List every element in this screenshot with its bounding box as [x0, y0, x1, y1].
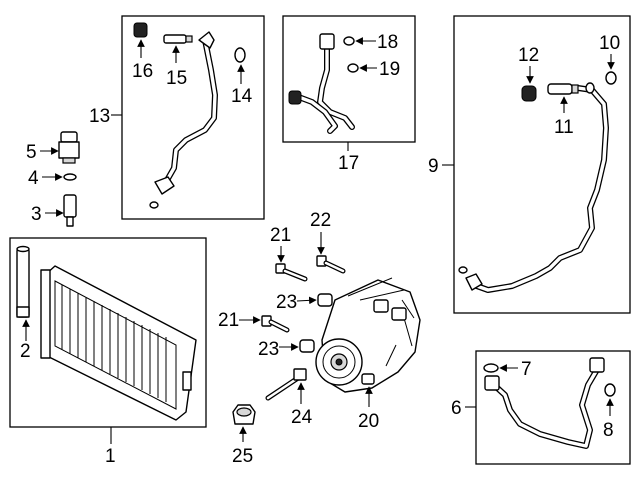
callout-2: 2 [20, 341, 31, 362]
bolt-22 [316, 255, 346, 274]
callout-5: 5 [26, 142, 37, 163]
callout-11: 11 [554, 117, 574, 138]
callout-18: 18 [377, 32, 398, 53]
callout-12: 12 [518, 45, 539, 66]
callout-4: 4 [28, 168, 39, 189]
callout-13: 13 [89, 106, 110, 127]
box-line-6 [475, 350, 631, 465]
callout-19: 19 [379, 59, 400, 80]
callout-17: 17 [338, 153, 359, 174]
bushing-23-upper [317, 293, 333, 307]
callout-9: 9 [428, 156, 439, 177]
callout-1: 1 [105, 446, 116, 467]
callout-6: 6 [451, 398, 462, 419]
seal-25 [232, 404, 256, 425]
bolt-24 [265, 368, 307, 401]
o-ring-18 [343, 36, 355, 46]
callout-8: 8 [603, 420, 614, 441]
suction-hose-part [149, 31, 218, 209]
callout-16: 16 [132, 61, 153, 82]
callout-7: 7 [521, 359, 532, 380]
receiver-dryer-part [16, 245, 30, 318]
callout-21-lower: 21 [218, 310, 239, 331]
box-hose-13 [121, 15, 265, 220]
liquid-line-part [458, 82, 609, 293]
callout-23-upper: 23 [276, 292, 297, 313]
box-hose-17 [282, 15, 416, 143]
callout-20: 20 [358, 411, 379, 432]
pressure-switch-part [58, 131, 80, 164]
o-ring-19 [347, 63, 359, 73]
callout-3: 3 [31, 204, 42, 225]
callout-22: 22 [310, 210, 331, 231]
o-ring-4 [63, 173, 77, 181]
o-ring-10 [605, 71, 617, 85]
callout-23-lower: 23 [258, 339, 279, 360]
condenser-part [40, 265, 197, 421]
valve-cap-12-part [521, 85, 537, 102]
callout-24: 24 [291, 407, 313, 428]
callout-25: 25 [232, 446, 253, 467]
charge-valve-part [163, 34, 193, 44]
o-ring-8 [604, 383, 616, 397]
box-condenser [9, 237, 207, 428]
o-ring-14 [234, 47, 246, 63]
bushing-23-lower [299, 339, 315, 353]
valve-core-part [63, 194, 77, 227]
callout-10: 10 [599, 33, 620, 54]
o-ring-7 [483, 363, 499, 373]
valve-cap-part [133, 22, 148, 38]
bolt-21-lower [261, 315, 290, 333]
callout-15: 15 [166, 68, 187, 89]
suction-line-6-part [484, 357, 605, 449]
callout-21-upper: 21 [270, 225, 291, 246]
discharge-hose-part [288, 33, 355, 134]
callout-14: 14 [231, 86, 253, 107]
bolt-21-upper [275, 263, 308, 282]
charge-valve-11-part [547, 83, 579, 95]
compressor-part [315, 277, 421, 393]
